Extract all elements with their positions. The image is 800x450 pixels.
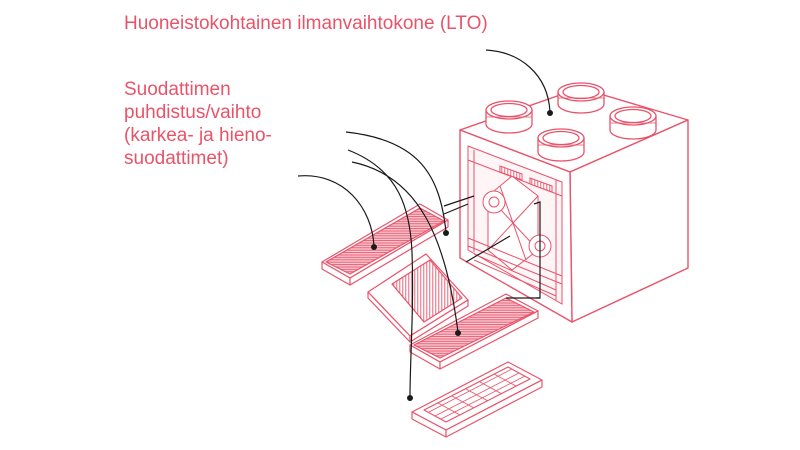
leader-filter-4 (347, 149, 414, 397)
filter-label-line-4: suodattimet) (124, 148, 229, 169)
duct-collars (485, 82, 657, 162)
cabinet-interior (467, 145, 563, 305)
leader-filter-3 (351, 161, 459, 333)
filter-label-line-3: (karkea- ja hieno- (124, 125, 272, 146)
filter-label-line-2: puhdistus/vaihto (124, 102, 262, 123)
leader-unit (485, 49, 551, 113)
duct-collar-front (537, 128, 585, 162)
unit-label: Huoneistokohtainen ilmanvaihtokone (LTO) (124, 13, 488, 34)
filters (321, 203, 543, 438)
filter-grid-cassette (411, 361, 543, 438)
duct-collar-right (609, 106, 657, 140)
slot-line-middle (465, 235, 511, 263)
filter-coarse-lower (409, 293, 539, 370)
leader-filter-1 (297, 175, 375, 247)
duct-collar-left (485, 100, 533, 134)
filter-fine-cassette (367, 253, 469, 343)
leader-lines (297, 49, 551, 397)
filter-label-line-1: Suodattimen (124, 79, 231, 100)
leader-filter-2 (345, 131, 447, 233)
slot-line-upper (443, 203, 469, 215)
leader-dots (371, 110, 553, 401)
filter-coarse-upper (321, 203, 449, 286)
slot-line-upper-b (443, 195, 475, 207)
filter-label: Suodattimen puhdistus/vaihto (karkea- ja… (124, 78, 272, 170)
duct-collar-back (557, 82, 605, 114)
